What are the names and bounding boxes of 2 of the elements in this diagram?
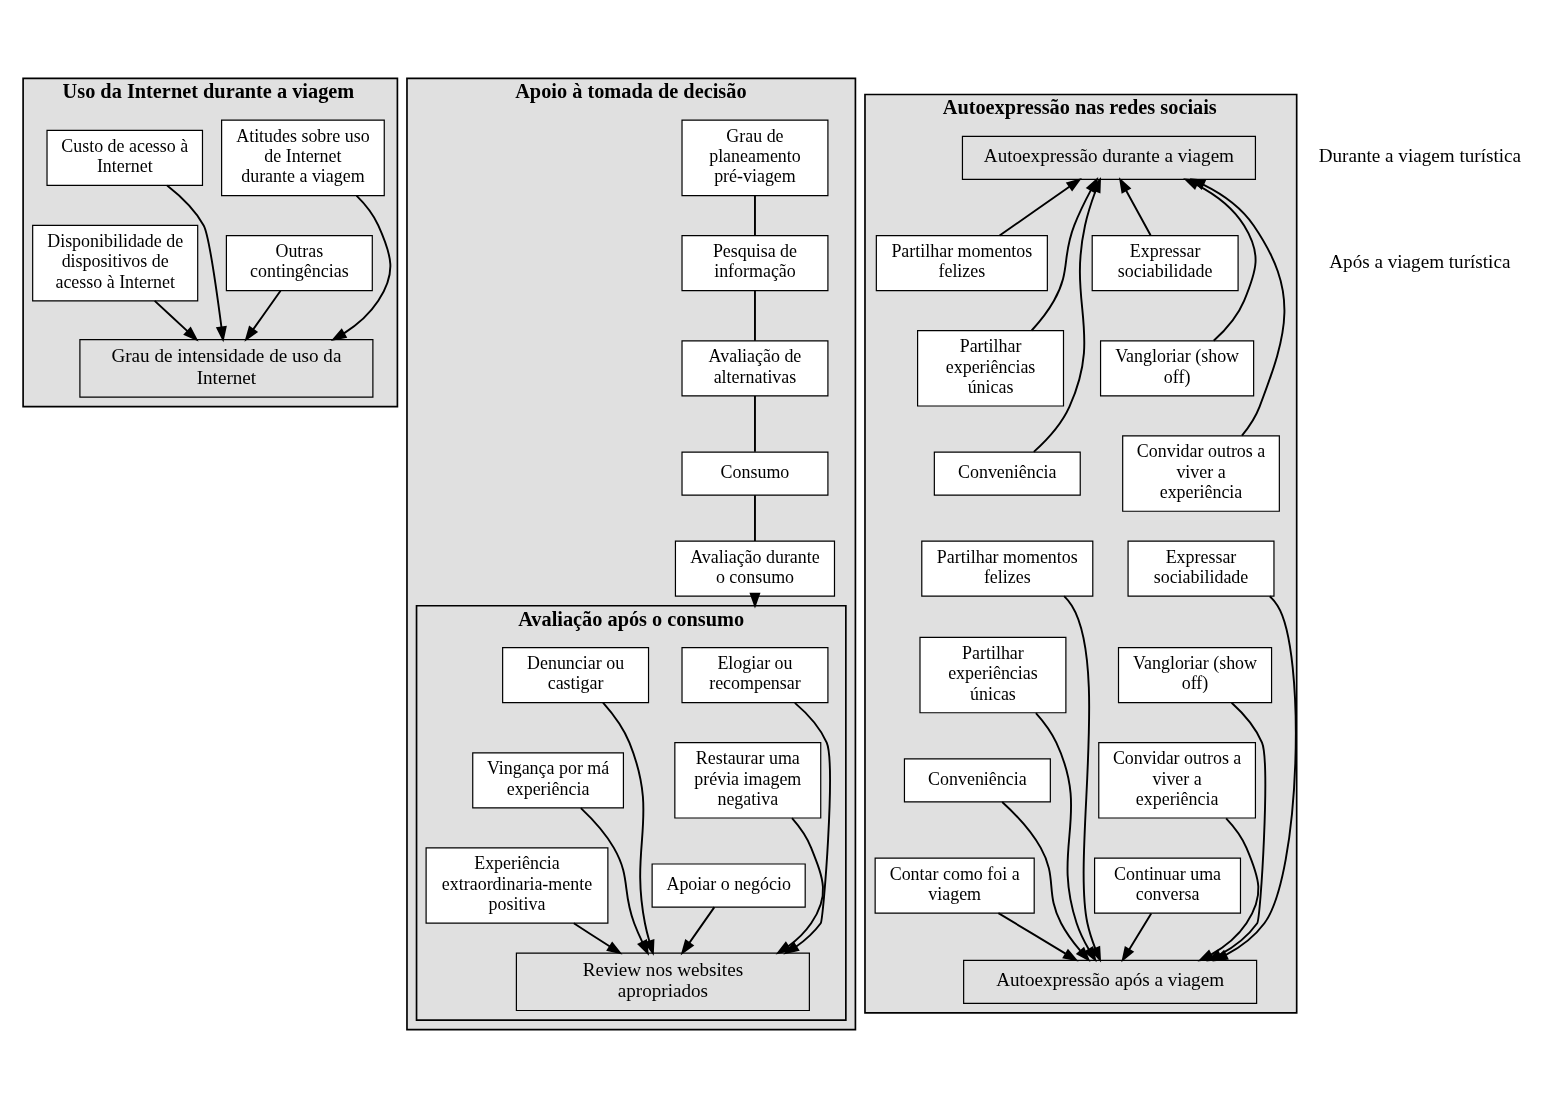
label: Após a viagem turística [1329, 250, 1511, 272]
label: Durante a viagem turística [1318, 145, 1522, 167]
